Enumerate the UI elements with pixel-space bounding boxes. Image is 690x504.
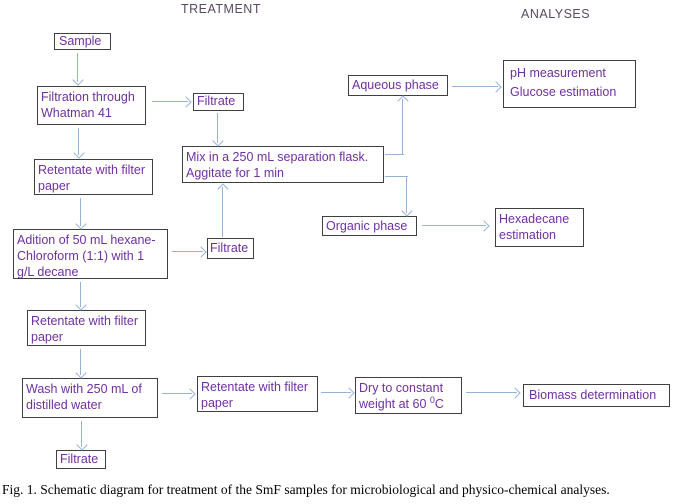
- node-dry: Dry to constant weight at 60 0C: [355, 377, 462, 414]
- analyses-header: ANALYSES: [521, 7, 591, 21]
- node-filtrate-bottom: Filtrate: [56, 450, 106, 469]
- arrow-sample-to-filtration: [71, 53, 84, 86]
- connector-mix-organic-horizontal: [385, 176, 408, 177]
- connector-mix-aqueous-horizontal: [385, 154, 404, 155]
- treatment-header: TREATMENT: [181, 2, 261, 16]
- node-retentate-bottom: Retentate with filter paper: [197, 376, 318, 412]
- node-organic: Organic phase: [322, 216, 417, 236]
- arrow-organic-to-hexadecane: [422, 219, 490, 232]
- arrow-adition-to-filtrate2: [172, 245, 207, 258]
- glucose-line: Glucose estimation: [510, 85, 617, 99]
- arrow-filtration-to-retentate: [72, 128, 85, 159]
- arrow-retentate2-to-wash: [74, 349, 87, 379]
- node-filtrate-mid: Filtrate: [207, 238, 254, 259]
- node-filtration: Filtration through Whatman 41: [37, 86, 146, 125]
- arrow-mix-to-aqueous: [396, 95, 409, 155]
- arrow-filtration-to-filtrate: [152, 95, 192, 108]
- node-sample: Sample: [54, 33, 111, 50]
- node-mix: Mix in a 250 mL separation flask. Aggita…: [182, 146, 384, 183]
- figure-caption: Fig. 1. Schematic diagram for treatment …: [2, 482, 610, 497]
- arrow-wash-to-filtrate3: [75, 421, 88, 451]
- arrow-retentate3-to-dry: [321, 386, 355, 399]
- arrow-retentate-to-adition: [74, 198, 87, 230]
- node-adition: Adition of 50 mL hexane-Chloroform (1:1)…: [13, 229, 168, 279]
- node-retentate-top: Retentate with filter paper: [34, 159, 153, 195]
- node-filtrate-top: Filtrate: [193, 93, 244, 111]
- ph-line: pH measurement: [510, 66, 606, 80]
- arrow-mix-to-organic: [400, 177, 413, 217]
- node-wash: Wash with 250 mL of distilled water: [22, 378, 158, 418]
- arrow-filtrate-to-mix: [211, 113, 224, 147]
- arrow-wash-to-retentate3: [162, 387, 196, 400]
- node-aqueous: Aqueous phase: [348, 75, 448, 96]
- node-hexadecane: Hexadecane estimation: [495, 208, 584, 247]
- arrow-aqueous-to-ph: [452, 80, 502, 93]
- dry-line2: weight at 60 0C: [359, 394, 444, 411]
- node-retentate-mid: Retentate with filter paper: [27, 310, 146, 346]
- dry-line1: Dry to constant: [359, 381, 444, 395]
- node-biomass: Biomass determination: [523, 384, 670, 407]
- node-ph-glucose: pH measurement Glucose estimation: [503, 60, 636, 108]
- arrow-dry-to-biomass: [466, 386, 521, 399]
- arrow-adition-to-retentate2: [74, 282, 87, 311]
- arrow-filtrate2-to-mix: [216, 183, 229, 237]
